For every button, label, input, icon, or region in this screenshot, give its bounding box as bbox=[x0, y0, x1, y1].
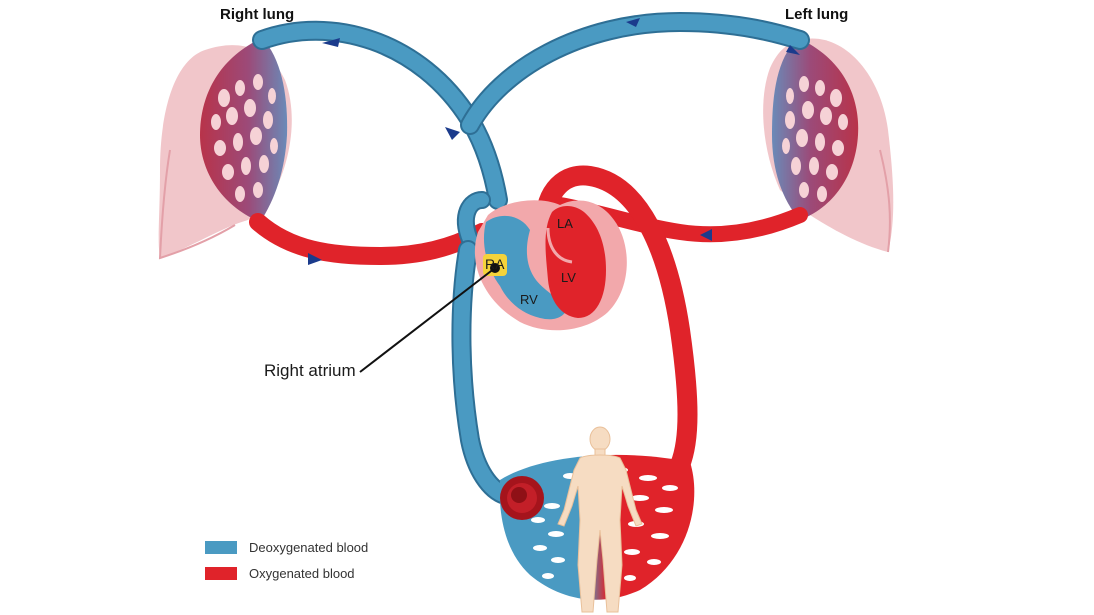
right-atrium-callout-line bbox=[359, 263, 500, 373]
systemic-circulation bbox=[451, 165, 698, 505]
lv-label: LV bbox=[561, 270, 576, 285]
legend-item-deoxygenated: Deoxygenated blood bbox=[205, 540, 368, 555]
pulmonary-arteries bbox=[252, 11, 810, 210]
human-body-icon bbox=[557, 426, 643, 613]
flow-arrows bbox=[308, 18, 800, 265]
legend-swatch-deoxygenated bbox=[205, 541, 237, 554]
legend-label-deoxygenated: Deoxygenated blood bbox=[249, 540, 369, 555]
legend-item-oxygenated: Oxygenated blood bbox=[205, 566, 355, 581]
right-atrium-label: Right atrium bbox=[264, 361, 356, 380]
red-blood-cell-icon bbox=[500, 476, 544, 520]
heart-icon bbox=[474, 200, 627, 331]
left-lung-label: Left lung bbox=[785, 6, 849, 23]
la-label: LA bbox=[557, 216, 573, 231]
ra-label: RA bbox=[485, 256, 505, 272]
legend-swatch-oxygenated bbox=[205, 567, 237, 580]
rv-label: RV bbox=[520, 292, 538, 307]
left-lung-capillaries bbox=[772, 38, 859, 220]
right-lung-label: Right lung bbox=[220, 6, 295, 23]
right-lung-capillaries bbox=[200, 38, 288, 222]
legend-label-oxygenated: Oxygenated blood bbox=[249, 566, 355, 581]
